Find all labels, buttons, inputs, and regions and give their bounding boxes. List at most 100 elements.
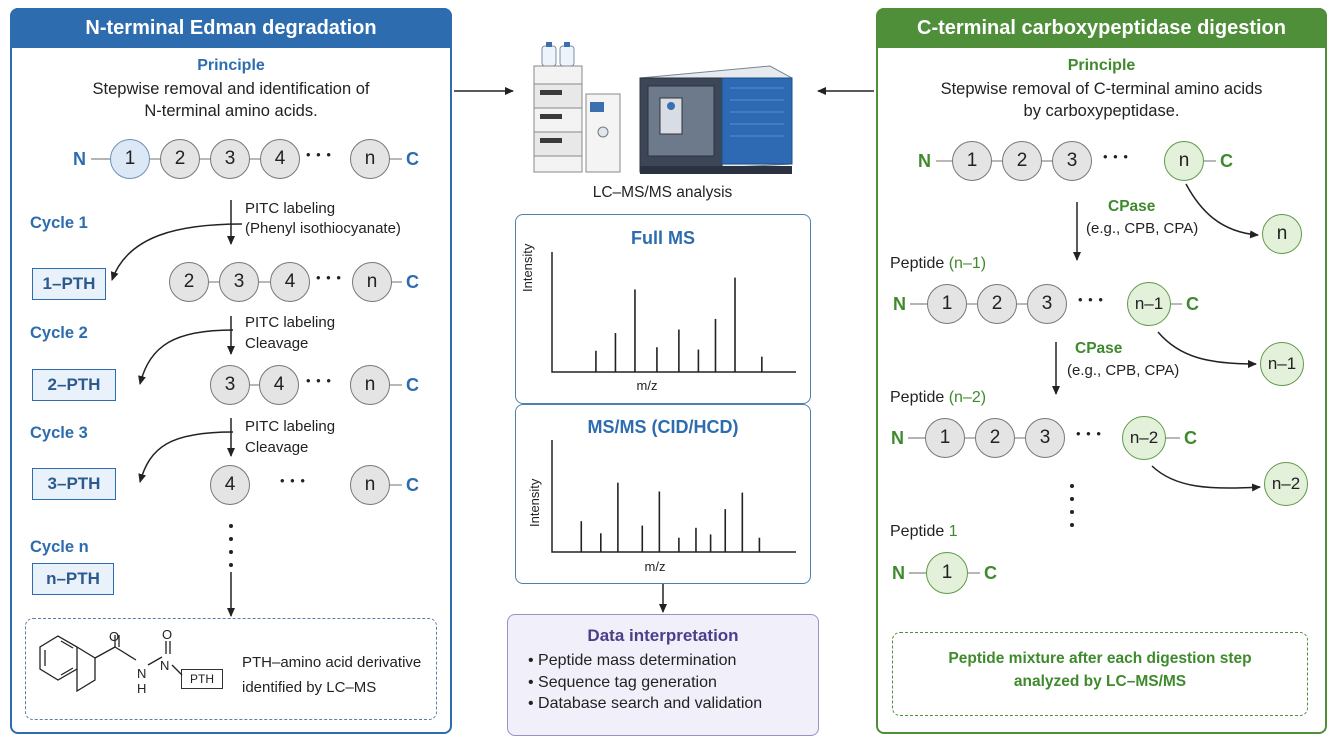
cpase-principle-line1: Stepwise removal of C-terminal amino aci… <box>940 80 1263 98</box>
msms-box <box>515 404 811 584</box>
cpase-principle-line2: by carboxypeptidase. <box>1023 102 1180 120</box>
edman-principle-line1: Stepwise removal and identification of <box>92 80 370 98</box>
pep1-ellipsis: • • • <box>1078 292 1104 307</box>
cpase-step2-label: CPase <box>1075 340 1123 357</box>
msms-title: MS/MS (CID/HCD) <box>587 417 739 437</box>
released-residue-n: n <box>1262 214 1302 254</box>
cpase-step2-example: (e.g., CPB, CPA) <box>1067 362 1180 379</box>
peptide-1-label: Peptide 1 <box>890 523 958 540</box>
cpase-principle-label: Principle <box>1067 57 1136 74</box>
cpase-panel-title: C-terminal carboxypeptidase digestion <box>876 8 1327 48</box>
residue-3: 3 <box>210 139 250 179</box>
lcms-instrument-icon <box>533 42 793 174</box>
cycle-1-c-terminus: C <box>406 272 419 292</box>
cycle-2-step2: Cleavage <box>245 335 309 352</box>
pth-1-box: 1–PTH <box>32 268 106 300</box>
data-item-2: • Sequence tag generation <box>528 674 717 691</box>
pep1-n-terminus: N <box>893 294 906 314</box>
pep3-n-terminus: N <box>892 563 905 583</box>
derivative-line1: PTH–amino acid derivative <box>242 654 422 671</box>
cycle-3-residue-n: n <box>350 465 390 505</box>
cycle-1-residue-n: n <box>352 262 392 302</box>
pep2-residue-2: 2 <box>975 418 1015 458</box>
pth-3-box: 3–PTH <box>32 468 116 500</box>
c-terminus-label: C <box>406 149 419 169</box>
derivative-line2: identified by LC–MS <box>242 679 377 696</box>
cpase-chain-ellipsis: • • • <box>1103 149 1129 164</box>
full-ms-title: Full MS <box>631 228 695 248</box>
pep2-residue-last: n–2 <box>1122 416 1166 460</box>
cpase-step1-label: CPase <box>1108 198 1156 215</box>
residue-2: 2 <box>160 139 200 179</box>
cycle-1-step2: (Phenyl isothiocyanate) <box>245 220 401 237</box>
pep1-residue-last: n–1 <box>1127 282 1171 326</box>
cycle-1-residue-4: 4 <box>270 262 310 302</box>
n-terminus-label: N <box>73 149 86 169</box>
cpase-panel: C-terminal carboxypeptidase digestion <box>876 8 1327 734</box>
data-interpretation-box <box>507 614 819 736</box>
cycle-1-residue-2: 2 <box>169 262 209 302</box>
structure-pth-tag: PTH <box>181 669 223 689</box>
structure-amide-h: H <box>137 681 147 696</box>
cycle-n-label: Cycle n <box>30 538 89 556</box>
data-item-1: • Peptide mass determination <box>528 652 737 669</box>
pep1-residue-2: 2 <box>977 284 1017 324</box>
cpase-step1-example: (e.g., CPB, CPA) <box>1086 220 1199 237</box>
cycle-3-step1: PITC labeling <box>245 418 336 435</box>
cycle-2-step1: PITC labeling <box>245 314 336 331</box>
summary-line1: Peptide mixture after each digestion ste… <box>948 650 1252 667</box>
cycle-1-residue-3: 3 <box>219 262 259 302</box>
data-item-3: • Database search and validation <box>528 695 763 712</box>
residue-1: 1 <box>110 139 150 179</box>
pep1-residue-3: 3 <box>1027 284 1067 324</box>
cycle-3-residue-4: 4 <box>210 465 250 505</box>
cycle-2-residue-4: 4 <box>259 365 299 405</box>
cycle-2-label: Cycle 2 <box>30 324 88 342</box>
cycle-3-c-terminus: C <box>406 475 419 495</box>
summary-line2: analyzed by LC–MS/MS <box>1013 673 1187 690</box>
residue-4: 4 <box>260 139 300 179</box>
cycle-2-residue-3: 3 <box>210 365 250 405</box>
cycle-1-label: Cycle 1 <box>30 214 88 232</box>
edman-principle-line2: N-terminal amino acids. <box>144 102 318 120</box>
full-ms-axes <box>551 252 796 373</box>
lcms-instrument-illustration <box>520 40 805 180</box>
cpase-c-terminus: C <box>1220 151 1233 171</box>
msms-xlabel: m/z <box>644 559 666 574</box>
digestion-summary-box <box>892 632 1308 716</box>
pep1-c-terminus: C <box>1186 294 1199 314</box>
pth-derivative-box <box>25 618 437 720</box>
peptide-n-minus-1-label: Peptide (n–1) <box>890 255 987 272</box>
pep2-ellipsis: • • • <box>1076 426 1102 441</box>
pep2-residue-3: 3 <box>1025 418 1065 458</box>
structure-nitroso-o: O <box>162 627 173 642</box>
chain-ellipsis: • • • <box>306 147 332 162</box>
cycle-2-c-terminus: C <box>406 375 419 395</box>
cpase-n-terminus: N <box>918 151 931 171</box>
data-interpretation-title: Data interpretation <box>587 626 739 645</box>
pep2-n-terminus: N <box>891 428 904 448</box>
peptide-n-minus-2-label: Peptide (n–2) <box>890 389 987 406</box>
cycle-1-ellipsis: • • • <box>316 270 342 285</box>
pth-n-box: n–PTH <box>32 563 114 595</box>
cpase-residue-n: n <box>1164 141 1204 181</box>
pth-structure-bonds <box>39 635 183 693</box>
cycle-3-label: Cycle 3 <box>30 424 88 442</box>
msms-spectrum <box>551 440 796 553</box>
full-ms-xlabel: m/z <box>636 378 658 393</box>
full-ms-spectrum <box>551 252 796 373</box>
pep1-residue-1: 1 <box>927 284 967 324</box>
cpase-residue-3: 3 <box>1052 141 1092 181</box>
pep3-c-terminus: C <box>984 563 997 583</box>
cycle-2-residue-n: n <box>350 365 390 405</box>
pth-2-box: 2–PTH <box>32 369 116 401</box>
cycle-3-step2: Cleavage <box>245 439 309 456</box>
cpase-residue-1: 1 <box>952 141 992 181</box>
structure-carbonyl-o: O <box>109 629 120 644</box>
structure-amide-n: N <box>137 666 147 681</box>
pep2-residue-1: 1 <box>925 418 965 458</box>
residue-n: n <box>350 139 390 179</box>
released-residue-n-minus-1: n–1 <box>1260 342 1304 386</box>
released-residue-n-minus-2: n–2 <box>1264 462 1308 506</box>
